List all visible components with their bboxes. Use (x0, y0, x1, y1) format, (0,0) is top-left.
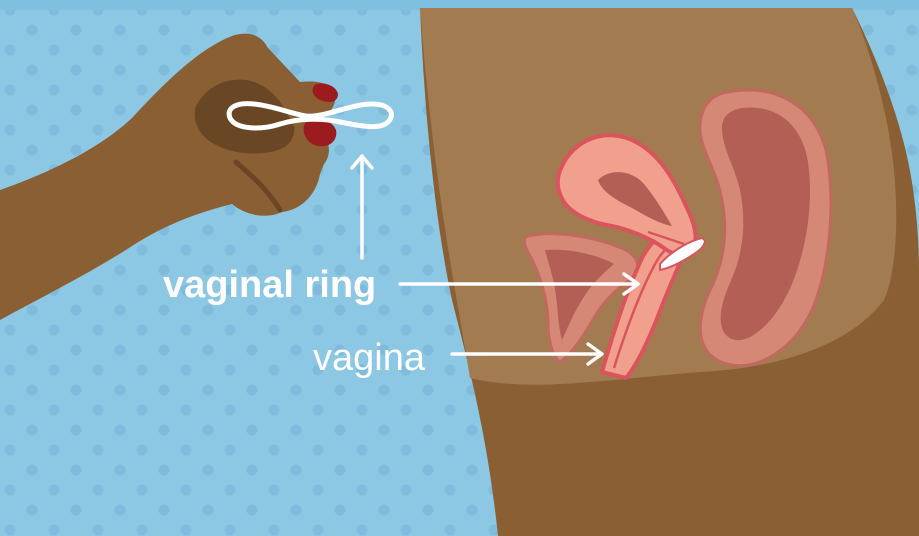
vagina-label: vagina (313, 339, 425, 377)
vaginal-ring-label: vaginal ring (163, 266, 376, 304)
